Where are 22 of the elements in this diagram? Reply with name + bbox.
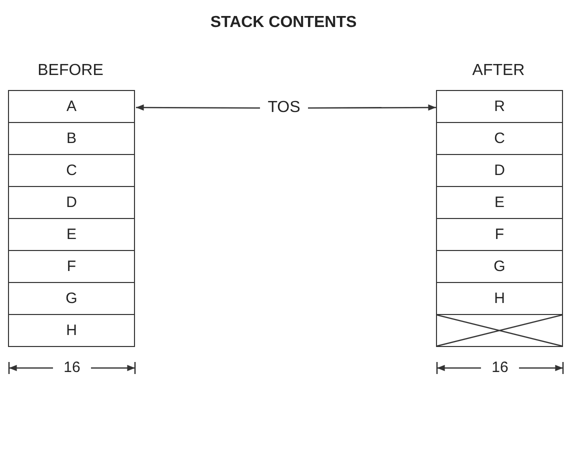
stack-cell: F [9,251,134,283]
column-heading: BEFORE [38,62,104,79]
stack-cell: B [9,123,134,155]
stack-cell: G [437,251,562,283]
diagram-title: STACK CONTENTS [210,14,357,31]
arrow [308,104,436,111]
stack-cell: D [437,155,562,187]
stack-cell: C [9,155,134,187]
stack-cell: H [437,283,562,315]
stack-cell: G [9,283,134,315]
stack-cell: R [437,91,562,123]
stack-cell: H [9,315,134,347]
stack-cell: A [9,91,134,123]
column-heading: AFTER [472,62,525,79]
stack-cell: C [437,123,562,155]
stack-cell: E [437,187,562,219]
stack-cell: D [9,187,134,219]
stack-cell: E [9,219,134,251]
arrow [136,104,260,111]
pointer-label: TOS [263,98,305,118]
crossed-out-cell [437,315,562,347]
stack-cell: F [437,219,562,251]
